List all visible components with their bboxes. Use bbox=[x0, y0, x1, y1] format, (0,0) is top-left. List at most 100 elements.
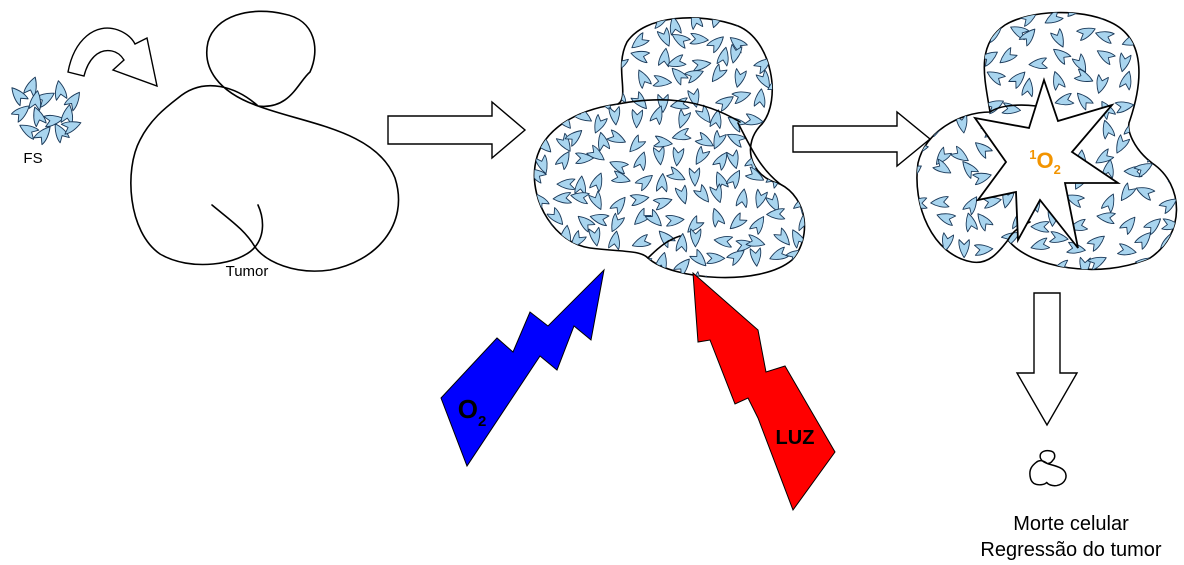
down-block-arrow bbox=[1015, 292, 1079, 427]
stage-singlet-oxygen: 1O2 bbox=[916, 11, 1178, 271]
photosensitizer-cell bbox=[591, 28, 613, 43]
oxygen-subscript: 2 bbox=[478, 413, 486, 430]
photosensitizer-cell bbox=[769, 47, 791, 62]
tumor-fold-line-2 bbox=[254, 204, 264, 248]
photosensitizer-cell bbox=[1134, 103, 1155, 119]
photosensitizer-cell bbox=[588, 17, 610, 25]
tumor-loaded-fold-1 bbox=[617, 98, 741, 123]
photosensitizer-cell bbox=[591, 251, 614, 270]
photosensitizer-cell bbox=[949, 95, 970, 109]
photosensitizer-cell bbox=[712, 277, 734, 278]
photosensitizer-cell bbox=[956, 47, 978, 69]
star-burst-icon bbox=[972, 77, 1121, 249]
photosensitizer-cell bbox=[534, 271, 547, 278]
photosensitizer-cell bbox=[585, 68, 605, 91]
photosensitizer-cell bbox=[534, 49, 548, 68]
tumor-label: Tumor bbox=[226, 263, 269, 280]
stage-photosensitizer-injection: FS bbox=[7, 27, 158, 167]
photosensitizer-cell bbox=[789, 75, 805, 95]
photosensitizer-cell bbox=[774, 30, 792, 53]
photosensitizer-cell bbox=[1133, 124, 1156, 146]
photosensitizer-cell bbox=[916, 91, 927, 113]
photosensitizer-cell bbox=[1168, 257, 1177, 270]
photosensitizer-cell bbox=[792, 17, 805, 29]
photosensitizer-cell bbox=[550, 264, 571, 278]
photosensitizer-cell bbox=[1126, 12, 1140, 25]
tumor-initial: Tumor bbox=[130, 10, 400, 280]
photosensitizer-cell bbox=[789, 106, 805, 128]
photosensitizer-cell bbox=[1156, 12, 1177, 18]
photosensitizer-cell bbox=[984, 267, 1004, 270]
photosensitizer-cell bbox=[787, 86, 805, 107]
lightning-bolt-icon bbox=[440, 268, 605, 468]
photosensitizer-cell bbox=[550, 17, 563, 29]
photosensitizer-cell bbox=[572, 246, 595, 267]
photosensitizer-cell bbox=[916, 261, 923, 270]
photosensitizer-cell bbox=[611, 24, 628, 46]
photosensitizer-cell bbox=[1167, 119, 1177, 135]
photosensitizer-cell bbox=[549, 66, 562, 86]
photosensitizer-cell bbox=[1171, 28, 1177, 50]
photosensitizer-cell bbox=[1023, 263, 1046, 270]
tumor-loaded-fold-3 bbox=[647, 235, 681, 259]
photosensitizer-cell bbox=[768, 271, 783, 278]
singlet-oxygen-label: O bbox=[1036, 148, 1053, 173]
stage-tumor-loaded bbox=[533, 17, 806, 279]
photosensitizer-cell bbox=[605, 72, 623, 94]
photosensitizer-cell bbox=[755, 17, 776, 27]
outcome-line-2: Regressão do tumor bbox=[980, 539, 1162, 561]
photosensitizer-cell bbox=[571, 32, 591, 46]
photosensitizer-cell bbox=[554, 46, 571, 68]
photosensitizer-cell bbox=[916, 12, 935, 21]
photosensitizer-cell bbox=[928, 97, 951, 118]
photosensitizer-cell bbox=[564, 47, 584, 70]
tumor-regressed bbox=[1029, 449, 1067, 487]
photosensitizer-cell bbox=[534, 245, 557, 263]
photosensitizer-cell bbox=[778, 89, 794, 111]
svg-text:O2: O2 bbox=[458, 394, 487, 430]
right-block-arrow-1 bbox=[387, 100, 527, 160]
svg-text:1O2: 1O2 bbox=[1029, 147, 1061, 177]
photosensitizer-cell bbox=[1169, 137, 1177, 160]
photosensitizer-cell bbox=[534, 114, 548, 132]
light-label: LUZ bbox=[776, 427, 815, 449]
photosensitizer-cell bbox=[554, 32, 575, 47]
photosensitizer-cell bbox=[953, 25, 975, 46]
photosensitizer-cell bbox=[728, 277, 749, 278]
photosensitizer-cell bbox=[615, 17, 628, 25]
photosensitizer-cell bbox=[797, 266, 805, 278]
photosensitizer-cell bbox=[959, 12, 981, 20]
photosensitizer-cell bbox=[672, 272, 695, 278]
tumor-small-outline bbox=[1029, 449, 1067, 487]
tumor-activated-fold-1 bbox=[989, 104, 1037, 113]
oxygen-label: O bbox=[458, 394, 478, 424]
photosensitizer-cell bbox=[983, 12, 1005, 27]
photosensitizer-cell bbox=[52, 79, 68, 101]
photosensitizer-cell bbox=[791, 154, 805, 177]
photosensitizer-cell bbox=[956, 262, 978, 270]
outcome-line-1: Morte celular bbox=[1013, 513, 1129, 535]
photosensitizer-cell bbox=[592, 45, 606, 65]
photosensitizer-cell bbox=[571, 64, 592, 86]
photosensitizer-cell bbox=[768, 109, 789, 124]
photosensitizer-cell bbox=[916, 22, 929, 45]
photosensitizer-cell bbox=[534, 94, 550, 117]
photosensitizer-cell bbox=[1007, 253, 1021, 270]
tumor-loaded-fold-2 bbox=[737, 122, 781, 185]
photosensitizer-cells bbox=[7, 74, 85, 146]
singlet-oxygen-subscript: 2 bbox=[1054, 162, 1061, 177]
oxygen-bolt: O2 bbox=[440, 268, 605, 468]
photosensitizer-cell bbox=[935, 43, 958, 64]
right-block-arrow-2 bbox=[792, 110, 932, 168]
photosensitizer-cell bbox=[565, 17, 585, 36]
photosensitizer-cell bbox=[916, 68, 931, 91]
photosensitizer-cell bbox=[938, 12, 960, 17]
photosensitizer-cell bbox=[731, 17, 753, 27]
photosensitizer-label: FS bbox=[23, 150, 42, 167]
photosensitizer-cell bbox=[916, 57, 934, 75]
curved-arrow bbox=[67, 27, 158, 88]
photosensitizer-cell bbox=[534, 38, 545, 52]
photosensitizer-cell bbox=[551, 253, 565, 274]
photosensitizer-cell bbox=[1165, 74, 1177, 97]
lightning-bolt-icon bbox=[692, 271, 836, 512]
